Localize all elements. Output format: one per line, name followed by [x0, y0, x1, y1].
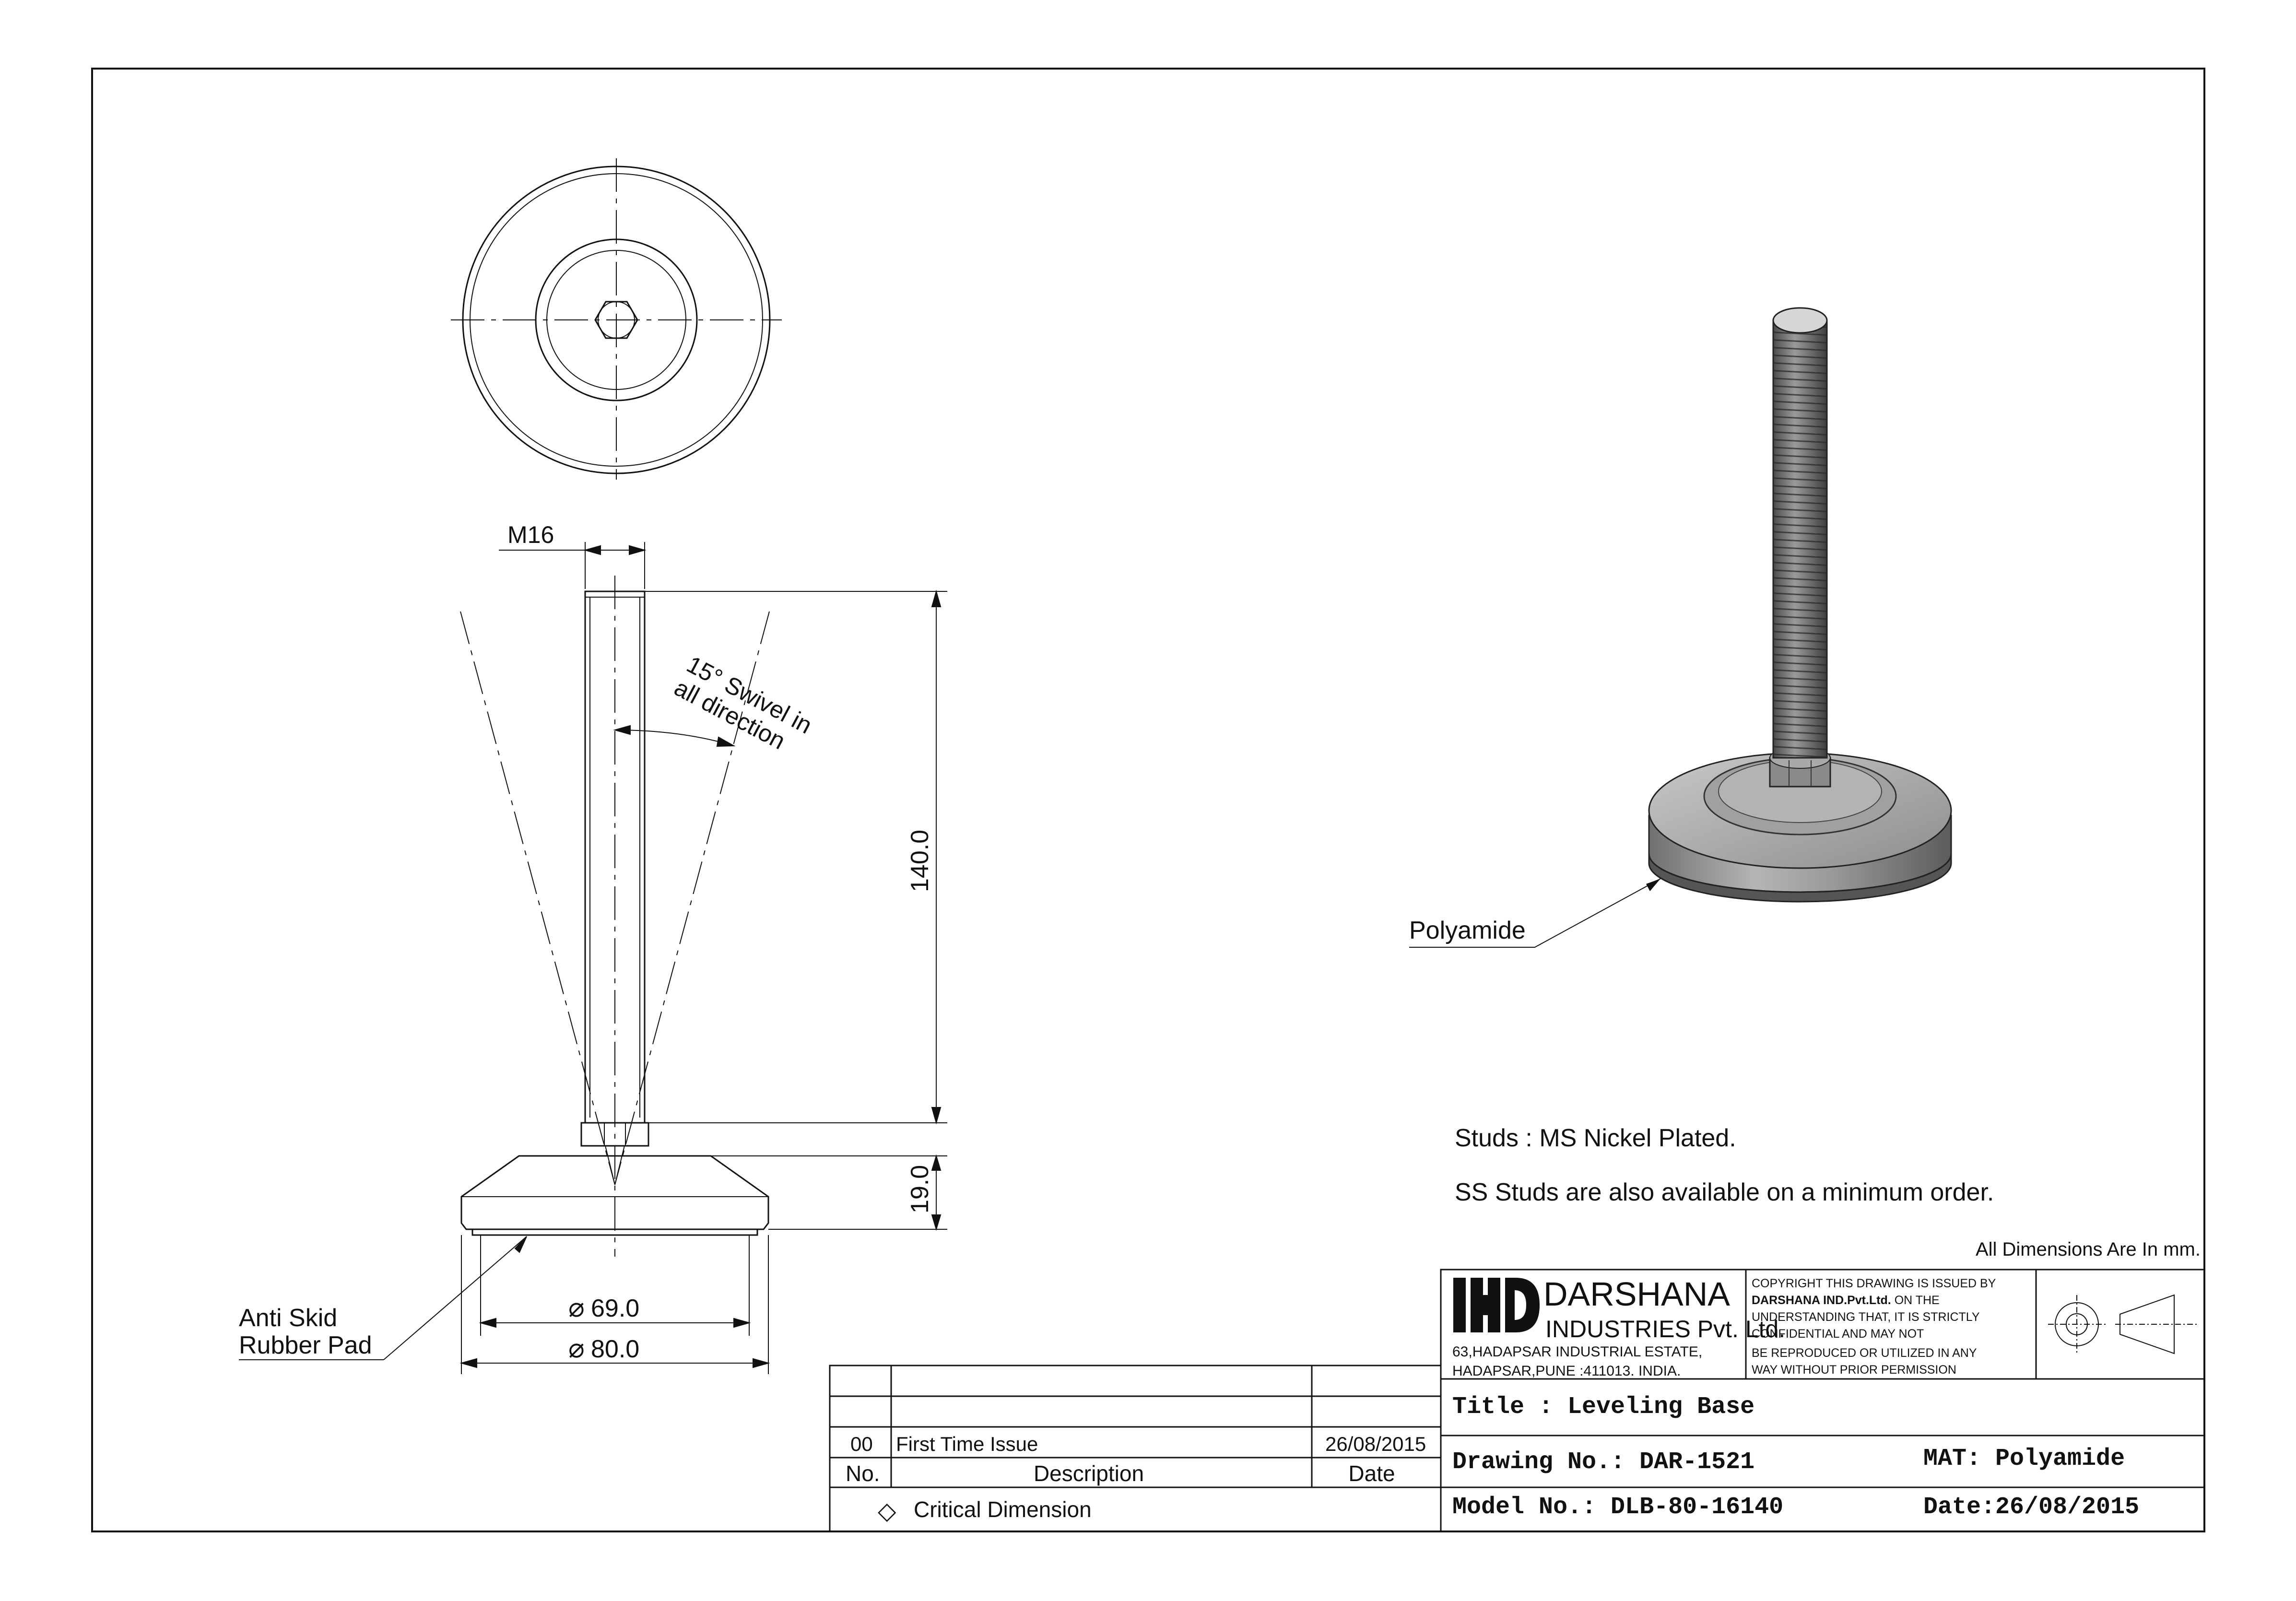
rev-header-description: Description: [1034, 1461, 1144, 1486]
pad-label-line1: Anti Skid: [239, 1304, 337, 1332]
company-address-1: 63,HADAPSAR INDUSTRIAL ESTATE,: [1452, 1344, 1702, 1360]
company-sub: INDUSTRIES Pvt. Ltd.: [1545, 1316, 1785, 1342]
dimensions: [383, 542, 947, 1374]
dia-80-symbol: ⌀: [568, 1333, 585, 1363]
polyamide-label: Polyamide: [1409, 917, 1526, 944]
copyright-line-3: UNDERSTANDING THAT, IT IS STRICTLY: [1752, 1310, 1980, 1324]
rev-row-description: First Time Issue: [896, 1433, 1038, 1455]
swivel-line-left: [460, 611, 615, 1185]
polyamide-leader: [1409, 878, 1661, 948]
company-address-2: HADAPSAR,PUNE :411013. INDIA.: [1452, 1363, 1681, 1379]
front-base: [460, 1155, 769, 1230]
dia-69-label: 69.0: [591, 1295, 639, 1322]
notes: Studs : MS Nickel Plated. SS Studs are a…: [1455, 1124, 2201, 1260]
projection-symbol-icon: [2048, 1294, 2199, 1354]
height-140-label: 140.0: [906, 830, 934, 892]
isometric-view: Polyamide: [1409, 307, 1952, 948]
rev-row-no: 00: [850, 1433, 873, 1455]
dimension-labels: M16 140.0 19.0 ⌀ 69.0 ⌀ 80.0 15° Swivel …: [239, 521, 934, 1363]
dia-80-label: 80.0: [591, 1335, 639, 1363]
copyright-line-4: CONFIDENTIAL AND MAY NOT: [1752, 1327, 1924, 1341]
company-logo: [1453, 1278, 1540, 1332]
material: MAT: Polyamide: [1923, 1445, 2125, 1472]
m16-label: M16: [507, 521, 554, 548]
copyright-line-2: DARSHANA IND.Pvt.Ltd. ON THE: [1752, 1294, 1940, 1307]
company-text: DARSHANA INDUSTRIES Pvt. Ltd. 63,HADAPSA…: [1452, 1275, 1996, 1379]
rev-header-no: No.: [846, 1461, 880, 1486]
copyright-line-1: COPYRIGHT THIS DRAWING IS ISSUED BY: [1752, 1277, 1996, 1290]
model-number: Model No.: DLB-80-16140: [1452, 1494, 1783, 1521]
critical-dimension-icon: ◇: [878, 1497, 896, 1524]
drawing-number: Drawing No.: DAR-1521: [1452, 1448, 1754, 1476]
copyright-line-6: WAY WITHOUT PRIOR PERMISSION: [1752, 1363, 1956, 1377]
swivel-line-right: [614, 611, 770, 1185]
revision-text: 00 First Time Issue 26/08/2015 No. Descr…: [846, 1433, 1426, 1524]
units-note: All Dimensions Are In mm.: [1976, 1239, 2201, 1260]
note-line-2: SS Studs are also available on a minimum…: [1455, 1178, 1994, 1206]
front-view: [460, 576, 770, 1257]
top-view: [451, 158, 782, 480]
drawing-date: Date:26/08/2015: [1923, 1494, 2139, 1521]
height-19-label: 19.0: [906, 1165, 934, 1213]
copyright-line-5: BE REPRODUCED OR UTILIZED IN ANY: [1752, 1346, 1977, 1360]
note-line-1: Studs : MS Nickel Plated.: [1455, 1124, 1736, 1152]
dia-69-symbol: ⌀: [568, 1292, 585, 1322]
critical-dimension-label: Critical Dimension: [914, 1497, 1092, 1522]
rev-row-date: 26/08/2015: [1325, 1433, 1426, 1455]
company-name: DARSHANA: [1543, 1275, 1730, 1313]
pad-label-line2: Rubber Pad: [239, 1331, 372, 1359]
title-block: [1440, 1269, 2205, 1532]
title-block-text: Title : Leveling Base Drawing No.: DAR-1…: [1452, 1393, 2139, 1521]
rev-header-date: Date: [1348, 1461, 1395, 1486]
drawing-title: Title : Leveling Base: [1452, 1393, 1754, 1421]
